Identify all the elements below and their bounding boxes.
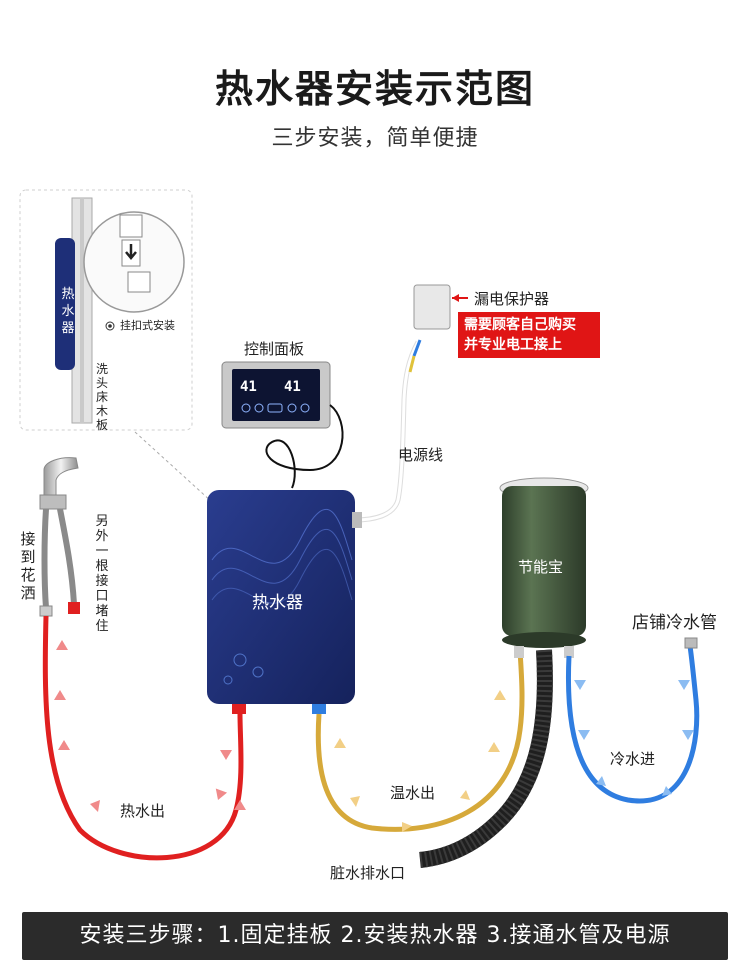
to-shower-label: 接到花洒 — [20, 530, 36, 602]
cold-in-label: 冷水进 — [610, 750, 656, 768]
power-cord-label: 电源线 — [398, 446, 444, 464]
panel-left-readout: 41 — [240, 379, 257, 395]
page-title: 热水器安装示范图 — [214, 67, 535, 111]
breaker-unit — [354, 284, 468, 523]
arrow-down-icon — [125, 244, 137, 260]
inset-board-label: 洗头床木板 — [95, 362, 108, 432]
hot-flow-arrows — [54, 640, 246, 812]
control-panel: 41 41 — [221, 361, 344, 489]
warm-flow-arrows — [334, 690, 506, 832]
install-steps-banner: 安装三步骤：1.固定挂板 2.安装热水器 3.接通水管及电源 — [22, 912, 728, 960]
control-panel-label: 控制面板 — [244, 340, 305, 358]
heater-label: 热水器 — [252, 593, 303, 613]
hot-water-pipe — [42, 615, 244, 861]
inset-heater-shape — [55, 238, 75, 370]
warm-water-pipe — [315, 649, 525, 832]
warning-line-1: 需要顾客自己购买 — [464, 317, 576, 333]
heater-unit — [207, 490, 362, 714]
page-subtitle: 三步安装，简单便捷 — [271, 126, 479, 151]
arrow-left-icon — [452, 294, 459, 302]
saver-label: 节能宝 — [518, 558, 564, 576]
drain-hose — [419, 649, 553, 868]
shop-cold-pipe-label: 店铺冷水管 — [632, 613, 717, 633]
panel-right-readout: 41 — [284, 379, 301, 395]
energy-saver-unit — [499, 477, 589, 658]
drain-label: 脏水排水口 — [330, 864, 406, 882]
inset-panel — [19, 189, 213, 503]
warm-out-label: 温水出 — [390, 784, 436, 802]
cold-water-pipe — [565, 645, 700, 804]
inset-hook-label: 挂扣式安装 — [120, 319, 175, 332]
warning-line-2: 并专业电工接上 — [464, 337, 562, 353]
other-plug-label: 另外一根接口堵住 — [95, 514, 109, 634]
breaker-label: 漏电保护器 — [474, 290, 550, 308]
hot-out-label: 热水出 — [120, 802, 166, 820]
warning-box: 需要顾客自己购买 并专业电工接上 — [458, 312, 600, 358]
shower-faucet — [39, 457, 80, 617]
cold-flow-arrows — [574, 680, 694, 796]
inset-heater-label: 热水器 — [61, 287, 75, 336]
